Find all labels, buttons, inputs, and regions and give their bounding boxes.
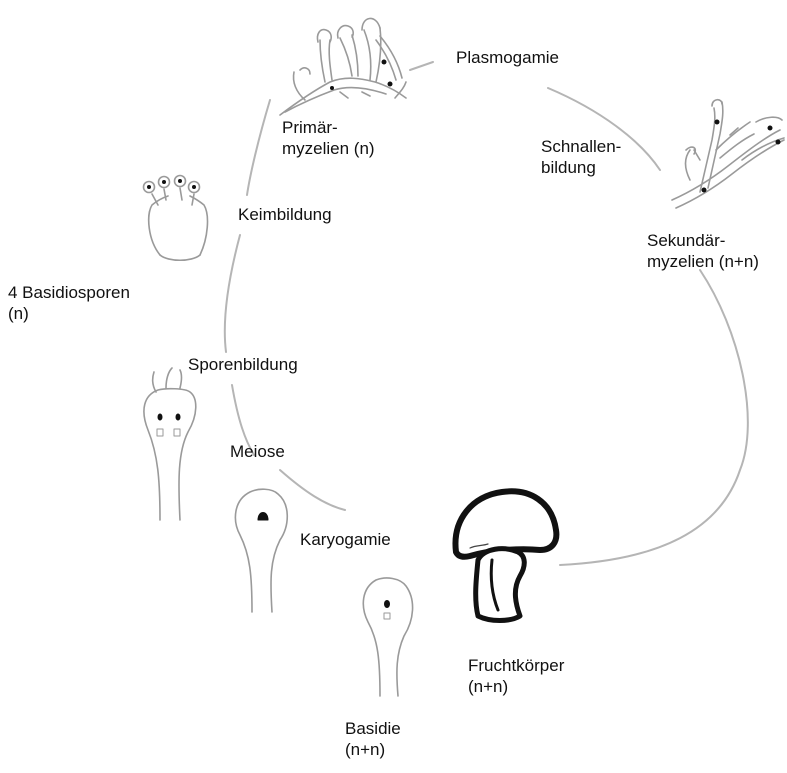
label-secondary-mycelia: Sekundär- myzelien (n+n): [647, 230, 759, 272]
label-plasmogamie: Plasmogamie: [456, 47, 559, 68]
sporulating-basidium-nuclei: [158, 414, 181, 421]
label-karyogamy: Karyogamie: [300, 529, 391, 550]
germinating-basidium-sketch: [144, 176, 208, 261]
label-meiosis: Meiose: [230, 441, 285, 462]
young-basidium-nucleus: [384, 600, 390, 608]
sporulating-basidium-sketch: [144, 368, 196, 520]
label-basidium: Basidie (n+n): [345, 718, 401, 760]
primary-mycelia-sketch: [280, 18, 406, 115]
label-germination: Keimbildung: [238, 204, 332, 225]
young-basidium-sketch: [363, 578, 412, 696]
meiosis-nucleus: [258, 513, 268, 521]
label-clamp-formation: Schnallen- bildung: [541, 136, 621, 178]
meiosis-basidium-sketch: [235, 489, 287, 612]
label-fruiting-body: Fruchtkörper (n+n): [468, 655, 564, 697]
label-primary-mycelia: Primär- myzelien (n): [282, 117, 375, 159]
label-basidiospores: 4 Basidiosporen (n): [8, 282, 130, 324]
label-spore-formation: Sporenbildung: [188, 354, 298, 375]
mushroom-icon: [455, 491, 556, 620]
secondary-mycelia-sketch: [672, 100, 784, 208]
